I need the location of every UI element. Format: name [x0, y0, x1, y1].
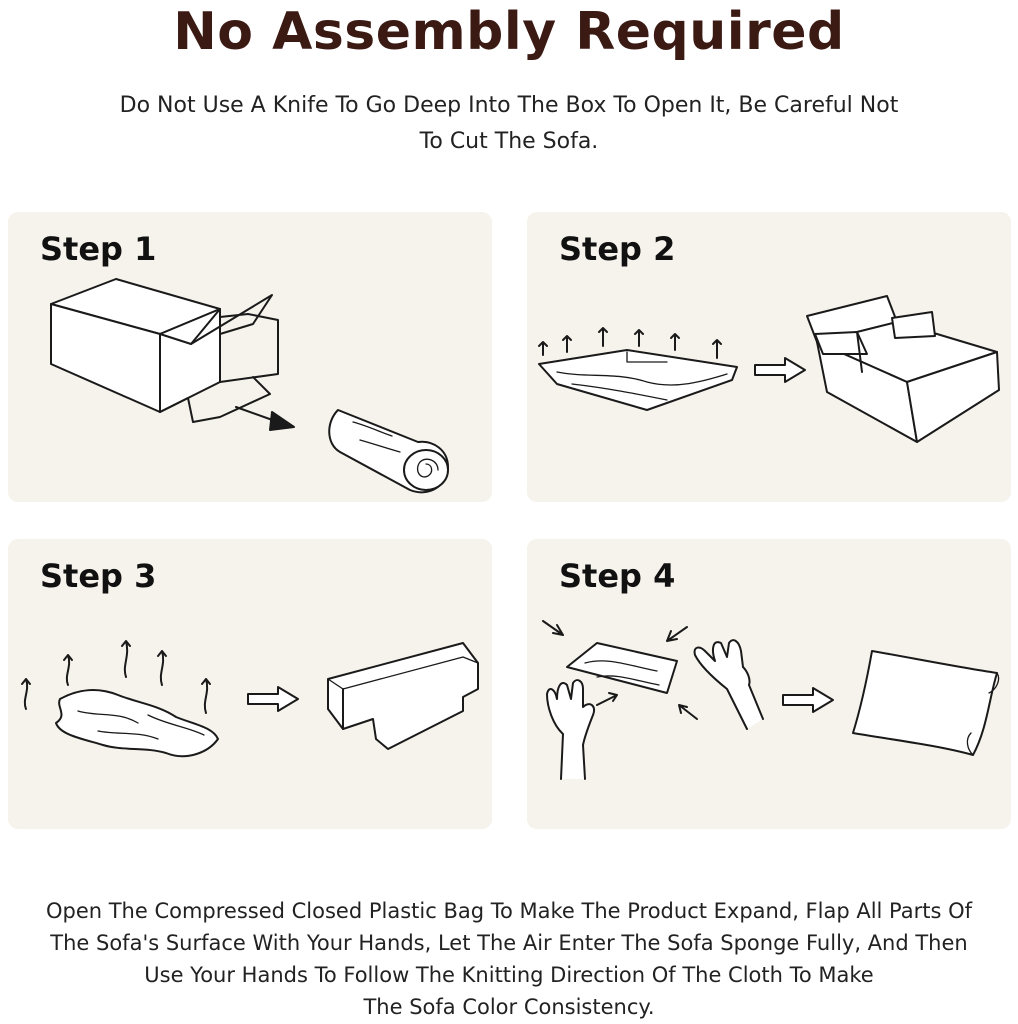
- step-2-panel: Step 2: [527, 212, 1011, 502]
- page-title: No Assembly Required: [173, 2, 845, 62]
- step-4-panel: Step 4: [527, 539, 1011, 829]
- footer-line-1: Open The Compressed Closed Plastic Bag T…: [45, 899, 973, 923]
- box-and-rolled-sofa-icon: [50, 278, 449, 494]
- step-3-label: Step 3: [40, 557, 157, 595]
- step-2-label: Step 2: [559, 230, 676, 268]
- expanding-foam-to-cushion-icon: [21, 640, 479, 758]
- warning-subtitle: Do Not Use A Knife To Go Deep Into The B…: [50, 88, 968, 160]
- footer-line-2: The Sofa's Surface With Your Hands, Let …: [50, 931, 968, 955]
- footer-line-4: The Sofa Color Consistency.: [363, 995, 655, 1019]
- footer-line-3: Use Your Hands To Follow The Knitting Di…: [144, 963, 874, 987]
- subtitle-line-1: Do Not Use A Knife To Go Deep Into The B…: [119, 93, 899, 118]
- step-1-label: Step 1: [40, 230, 157, 268]
- step-4-label: Step 4: [559, 557, 676, 595]
- step-1-panel: Step 1: [8, 212, 492, 502]
- subtitle-line-2: To Cut The Sofa.: [419, 129, 599, 154]
- step-3-panel: Step 3: [8, 539, 492, 829]
- hands-patting-to-pillow-icon: [542, 620, 1000, 780]
- compressed-bag-to-chaise-icon: [538, 295, 1000, 443]
- instructions-footer: Open The Compressed Closed Plastic Bag T…: [0, 895, 1018, 1023]
